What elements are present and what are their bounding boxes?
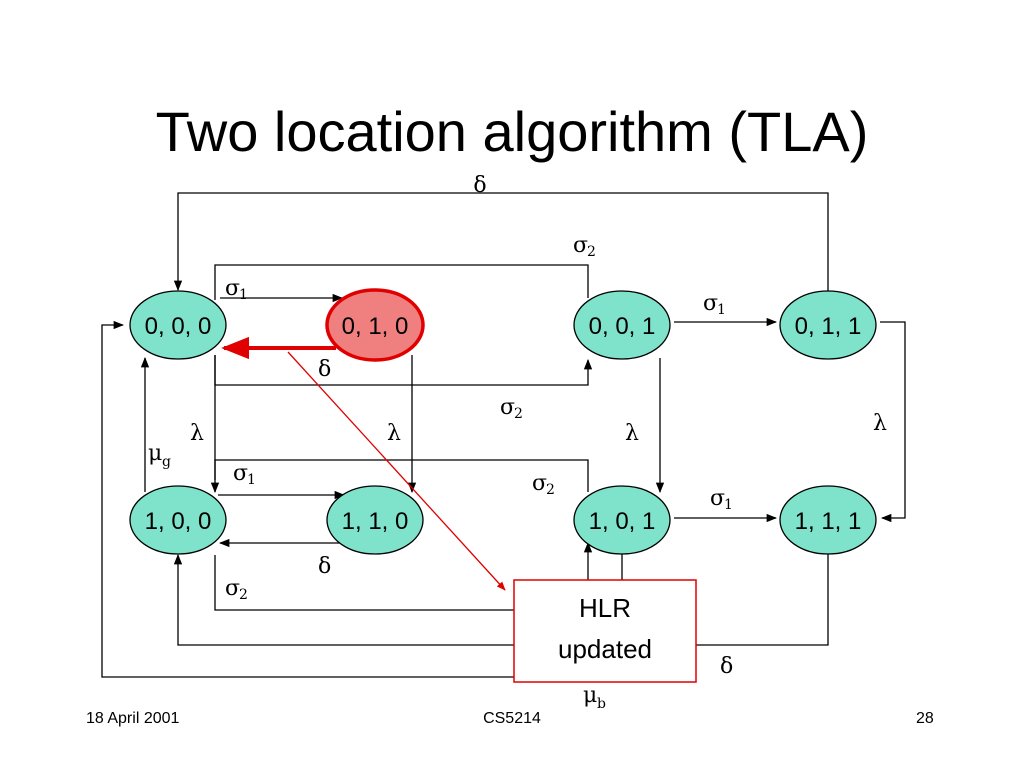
label-sigma1-d: σ — [710, 486, 725, 511]
footer-course: CS5214 — [483, 710, 541, 727]
svg-text:0, 1, 1: 0, 1, 1 — [795, 313, 862, 340]
edge-delta-111-100 — [173, 545, 829, 646]
edge-delta-011-000 — [173, 192, 829, 292]
edge-sigma2-000-001 — [214, 355, 593, 386]
label-lambda-000: λ — [190, 421, 204, 446]
label-sigma2-c-sub: 2 — [546, 482, 555, 498]
label-sigma1-d-sub: 1 — [724, 497, 733, 513]
label-sigma1-b: σ — [703, 291, 718, 316]
label-lambda-001: λ — [625, 421, 639, 446]
label-sigma2-mid: σ — [500, 395, 515, 420]
edge-mub-outer — [101, 320, 515, 678]
label-lambda-010: λ — [387, 421, 401, 446]
edge-hlr-red — [287, 351, 506, 591]
state-011: 0, 1, 1 — [779, 290, 877, 360]
svg-text:updated: updated — [558, 634, 652, 664]
edge-sigma2-100-101-upper — [214, 459, 589, 492]
label-delta-110: δ — [318, 554, 331, 579]
label-mu-b: μ — [583, 683, 597, 708]
label-mu-b-sub: b — [597, 696, 606, 712]
svg-text:0, 0, 1: 0, 0, 1 — [589, 313, 656, 340]
slide-title: Two location algorithm (TLA) — [155, 100, 869, 163]
state-100: 1, 0, 0 — [129, 485, 227, 555]
label-mu-g: μ — [148, 441, 162, 466]
label-sigma2-top-sub: 2 — [587, 244, 596, 260]
state-010: 0, 1, 0 — [325, 288, 425, 362]
label-mu-g-sub: g — [162, 454, 171, 470]
footer-page-number: 28 — [916, 710, 934, 727]
state-111: 1, 1, 1 — [779, 485, 877, 555]
state-101: 1, 0, 1 — [573, 485, 671, 555]
state-001: 0, 0, 1 — [573, 290, 671, 360]
edge-sigma2-100-101 — [214, 555, 515, 611]
svg-text:0, 1, 0: 0, 1, 0 — [342, 313, 409, 340]
label-delta-red: δ — [318, 357, 331, 382]
label-sigma2-mid-sub: 2 — [514, 406, 523, 422]
state-000: 0, 0, 0 — [129, 290, 227, 360]
svg-text:1, 1, 1: 1, 1, 1 — [795, 508, 862, 535]
label-lambda-011: λ — [873, 411, 887, 436]
label-sigma2-d: σ — [225, 576, 240, 601]
svg-text:1, 1, 0: 1, 1, 0 — [342, 508, 409, 535]
label-sigma2-c: σ — [532, 471, 547, 496]
svg-text:1, 0, 0: 1, 0, 0 — [145, 508, 212, 535]
label-sigma2-top: σ — [573, 233, 588, 258]
state-110: 1, 1, 0 — [326, 485, 424, 555]
label-sigma1-a: σ — [225, 276, 240, 301]
label-delta-bottom: δ — [720, 654, 733, 679]
label-sigma1-c: σ — [233, 461, 248, 486]
label-sigma2-d-sub: 2 — [239, 587, 248, 603]
label-sigma1-a-sub: 1 — [239, 287, 248, 303]
label-sigma1-b-sub: 1 — [717, 302, 726, 318]
svg-text:HLR: HLR — [579, 593, 631, 623]
svg-text:1, 0, 1: 1, 0, 1 — [589, 508, 656, 535]
edge-lambda-011-111 — [880, 321, 906, 523]
svg-text:0, 0, 0: 0, 0, 0 — [145, 313, 212, 340]
label-sigma1-c-sub: 1 — [247, 472, 256, 488]
label-delta-top: δ — [473, 173, 486, 198]
hlr-updated-box: HLR updated — [513, 579, 697, 683]
edge-sigma2-000-001-upper — [214, 264, 589, 300]
footer-date: 18 April 2001 — [86, 710, 180, 727]
